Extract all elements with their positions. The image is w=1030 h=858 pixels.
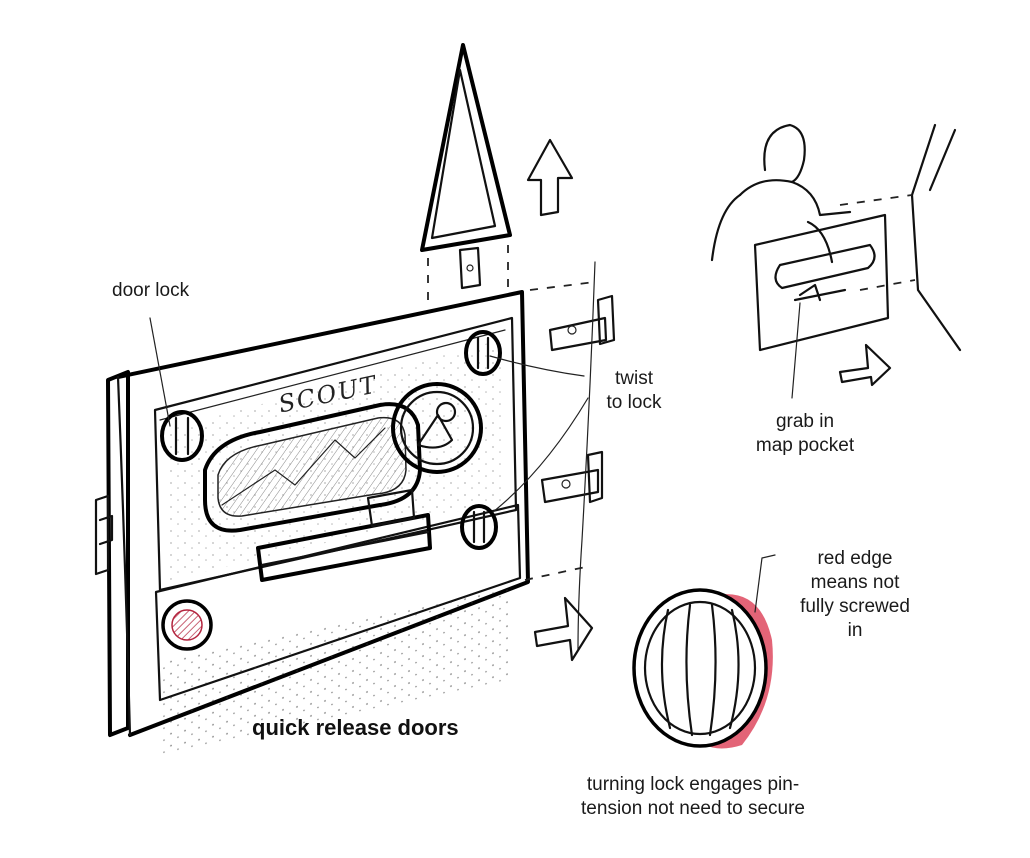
- twist-leader-bottom: [492, 397, 589, 513]
- red-label-line3: fully screwed: [800, 596, 910, 617]
- twist-label-line1: twist: [615, 368, 653, 389]
- red-label-line2: means not: [810, 572, 900, 593]
- window-crank: [391, 382, 483, 474]
- red-label-line4: in: [847, 620, 863, 641]
- twist-lock-detail: [632, 554, 776, 749]
- right-arrow-top: [838, 343, 892, 387]
- red-label-line1: red edge: [817, 548, 893, 569]
- door-pillar-line: [577, 261, 596, 651]
- grab-leader: [791, 302, 801, 399]
- twist-to-lock-label: twist to lock: [594, 367, 674, 415]
- grab-label-line2: map pocket: [755, 435, 855, 456]
- door-lock-leader: [149, 317, 171, 427]
- map-pocket: [203, 402, 432, 582]
- hinge-bottom: [524, 450, 604, 581]
- turning-lock-label: turning lock engages pin- tension not ne…: [548, 773, 838, 821]
- right-arrow-bottom: [533, 596, 594, 662]
- up-arrow: [526, 138, 574, 217]
- turning-label-line2: tension not need to secure: [581, 798, 805, 819]
- door-twist-lock-bottom-right: [460, 504, 498, 550]
- twist-label-line2: to lock: [606, 392, 662, 413]
- door-twist-lock-top-right: [464, 330, 502, 376]
- door-lock-label: door lock: [112, 280, 190, 301]
- diagram-title: quick release doors: [252, 715, 459, 740]
- vent-window: [420, 43, 512, 300]
- grab-map-pocket-label: grab in map pocket: [740, 410, 870, 458]
- twist-leader-top: [489, 355, 585, 377]
- person-carrying-door: [710, 123, 962, 352]
- red-edge-label: red edge means not fully screwed in: [780, 547, 930, 643]
- grab-label-line1: grab in: [775, 411, 835, 432]
- red-reflector: [161, 599, 213, 651]
- turning-label-line1: turning lock engages pin-: [586, 774, 800, 795]
- hinge-top: [529, 281, 616, 352]
- door-twist-lock-top-left: [160, 410, 204, 462]
